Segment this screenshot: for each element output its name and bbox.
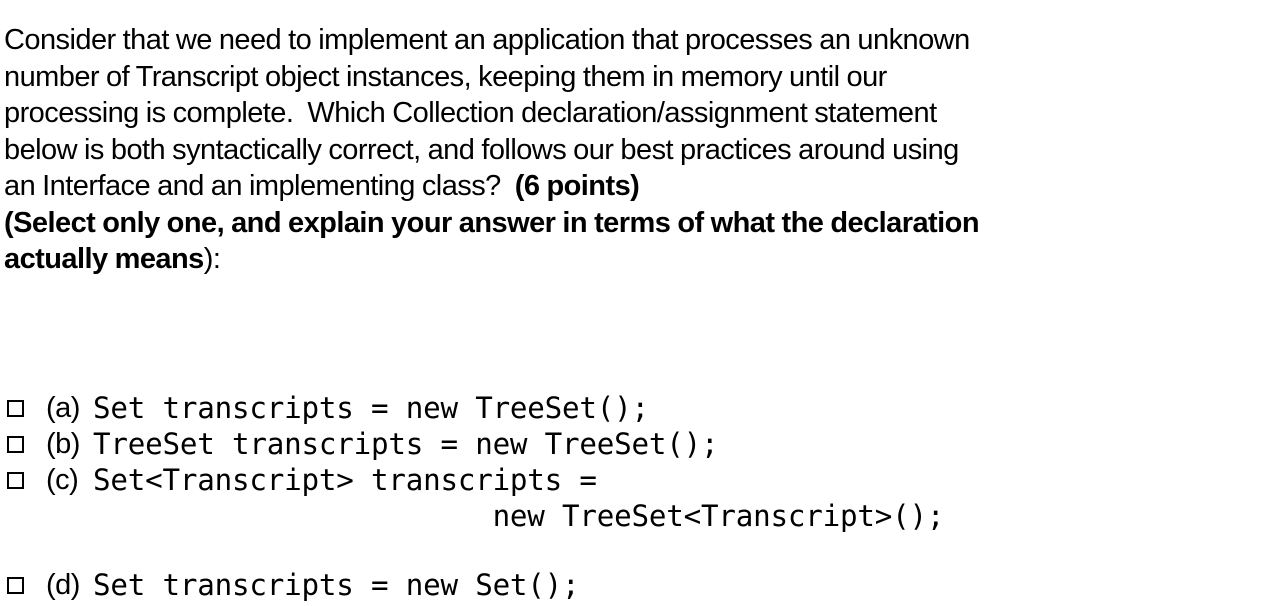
option-row-d[interactable]: (d) Set transcripts = new Set(); [4, 567, 1254, 603]
option-code-c-wrapped: new TreeSet<Transcript>(); [93, 499, 945, 533]
option-letter-a: (a) [46, 392, 80, 424]
option-row-b[interactable]: (b) TreeSet transcripts = new TreeSet(); [4, 426, 1254, 462]
question-line-3: processing is complete. Which Collection… [4, 97, 937, 129]
option-code-b: TreeSet transcripts = new TreeSet(); [93, 427, 719, 461]
question-line-5: an Interface and an implementing class? [4, 170, 515, 202]
option-row-c-continuation: new TreeSet<Transcript>(); [4, 498, 1254, 534]
instruction-tail: ): [203, 243, 221, 275]
option-code-c: Set<Transcript> transcripts = [93, 463, 597, 497]
option-letter-b: (b) [46, 428, 80, 460]
option-letter-d: (d) [46, 569, 80, 601]
checkbox-icon-b[interactable] [7, 436, 24, 453]
option-row-c[interactable]: (c) Set<Transcript> transcripts = [4, 462, 1254, 498]
points-label: (6 points) [514, 170, 640, 202]
checkbox-icon-d[interactable] [7, 577, 24, 594]
option-row-a[interactable]: (a) Set transcripts = new TreeSet(); [4, 390, 1254, 426]
checkbox-icon-c[interactable] [7, 472, 24, 489]
question-line-4: below is both syntactically correct, and… [4, 133, 959, 166]
instruction-bold-line-2: actually means [4, 243, 204, 275]
option-code-a: Set transcripts = new TreeSet(); [93, 391, 649, 425]
question-line-1: Consider that we need to implement an ap… [4, 24, 970, 56]
option-code-d: Set transcripts = new Set(); [93, 568, 580, 602]
question-text-block: Consider that we need to implement an ap… [4, 22, 1204, 278]
answer-options-list: (a) Set transcripts = new TreeSet(); (b)… [4, 390, 1254, 603]
option-letter-c: (c) [46, 464, 79, 496]
question-line-2: number of Transcript object instances, k… [4, 60, 887, 93]
instruction-bold-line-1: (Select only one, and explain your answe… [4, 206, 980, 239]
checkbox-icon-a[interactable] [7, 400, 24, 417]
